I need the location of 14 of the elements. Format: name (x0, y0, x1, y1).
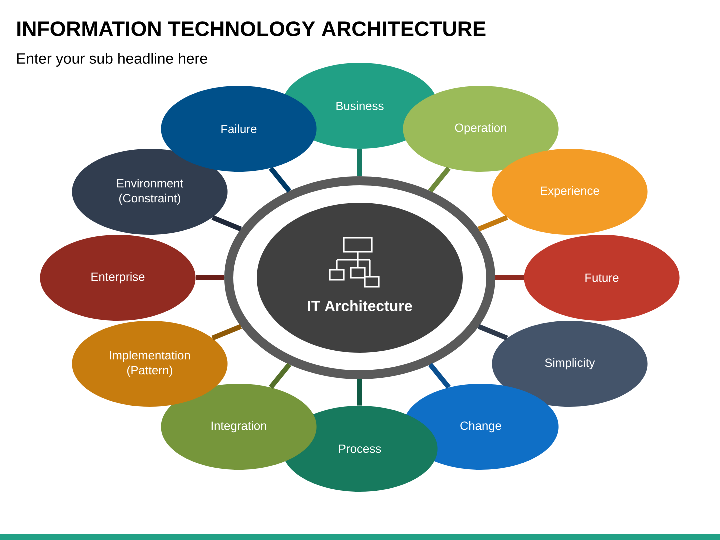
connector (196, 276, 224, 280)
connector (478, 215, 508, 232)
connector (358, 149, 362, 176)
connector (212, 324, 242, 341)
connector (496, 276, 524, 280)
connector (269, 166, 292, 193)
connector (478, 324, 508, 341)
subtitle: Enter your sub headline here (17, 53, 208, 67)
title: INFORMATION TECHNOLOGY ARCHITECTURE (18, 22, 486, 36)
connector (428, 166, 451, 193)
connector (269, 363, 292, 390)
connector (358, 380, 362, 406)
connector (428, 363, 451, 390)
connector (212, 215, 242, 232)
